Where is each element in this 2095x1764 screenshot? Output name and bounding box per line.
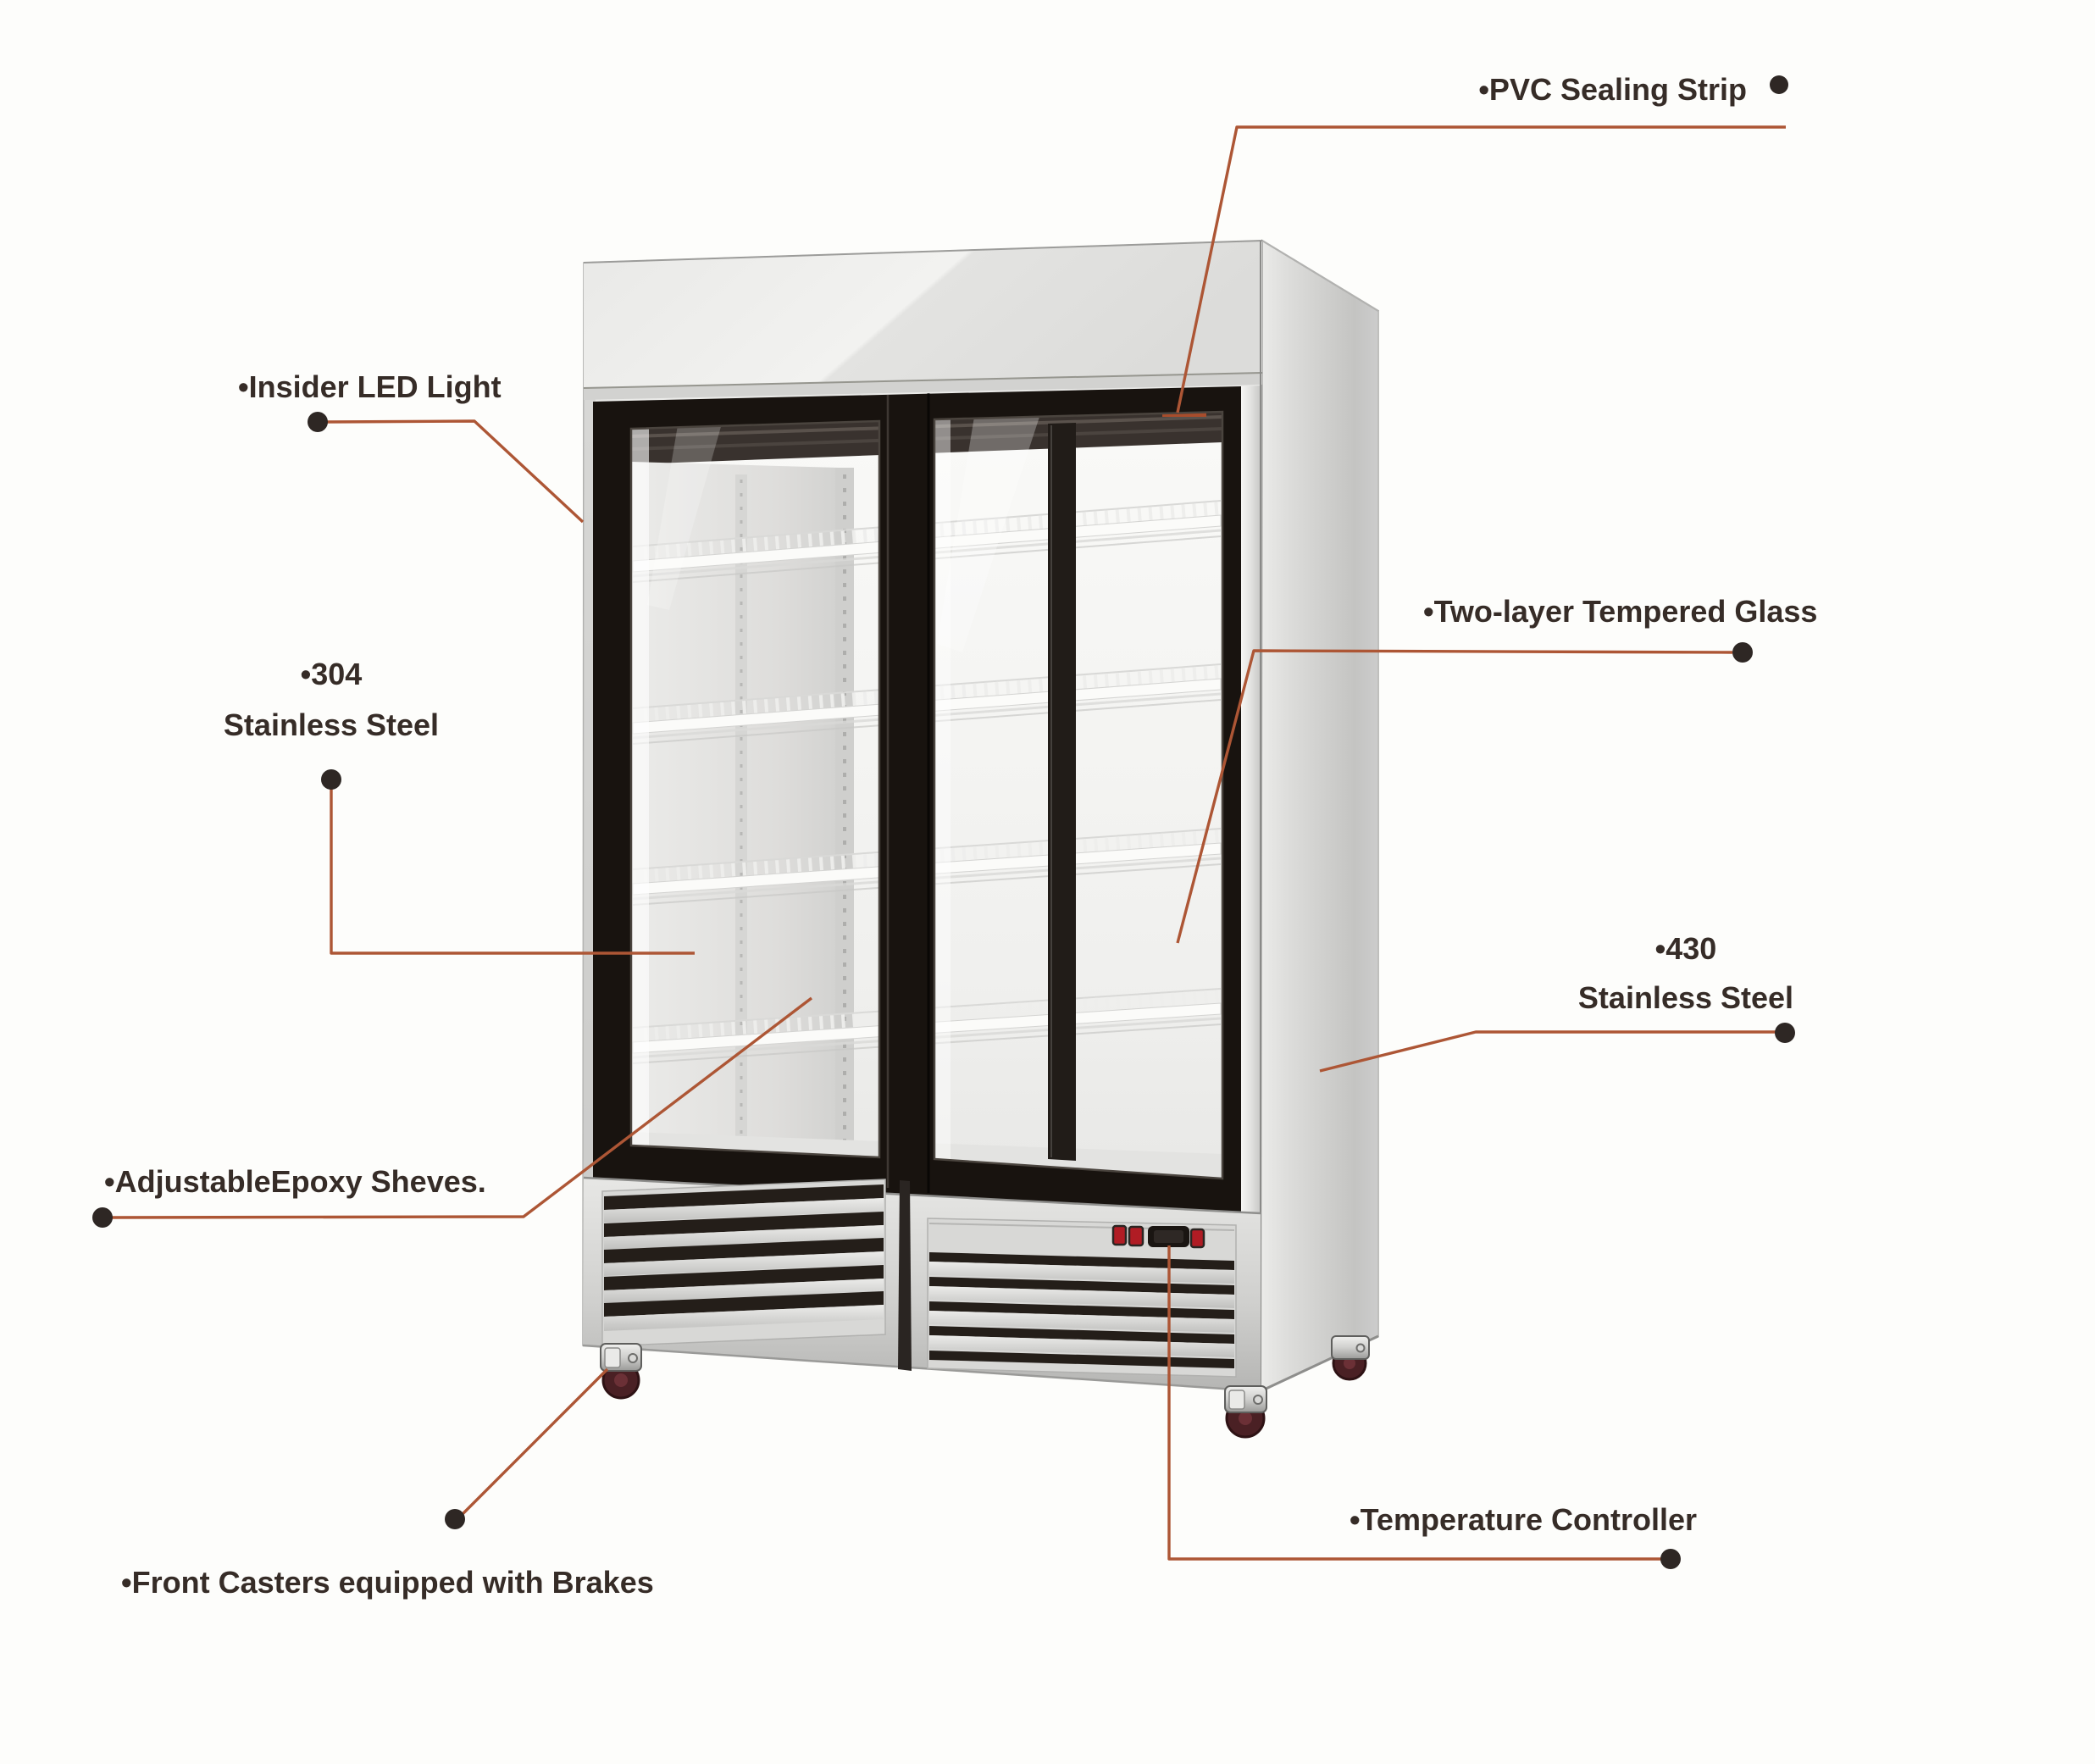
label-430-stainless-steel: •430 Stainless Steel [1559,924,1813,1023]
shelf-support-strip [735,474,747,1145]
caster-bolt [1253,1395,1263,1405]
base-bottom-edge [582,1344,1261,1393]
leader-adjustable-epoxy-shelves [111,996,813,1219]
label-adjustable-epoxy-shelves: •AdjustableEpoxy Sheves. [104,1164,486,1199]
header-top-edge [583,240,1263,263]
label-two-layer-tempered-glass: •Two-layer Tempered Glass [1423,594,1818,629]
dot-temperature-controller [1660,1549,1681,1569]
left-door-glass [629,419,881,1159]
dot-adjustable-epoxy-shelves [92,1207,113,1228]
leader-two-layer-tempered-glass [1176,649,1733,944]
leader-stainless-304 [330,789,695,955]
label-304-line2: Stainless Steel [223,707,440,742]
dot-stainless-430 [1775,1023,1795,1043]
callout-leaders [92,75,1795,1569]
label-304-line1: •304 [300,657,363,691]
glass-reflection [937,414,1040,652]
temperature-controller [1111,1224,1205,1249]
caster-hub [1344,1357,1355,1369]
interior-left-wall-304 [631,462,839,1145]
light-switch [1128,1225,1144,1247]
caster-front-right [1224,1385,1267,1439]
defrost-switch [1189,1228,1205,1249]
caster-bolt [628,1353,638,1363]
caster-front-left [600,1343,642,1400]
dot-stainless-304 [321,769,341,790]
label-304-stainless-steel: •304 Stainless Steel [204,649,458,751]
insider-led-light-part [631,428,649,1146]
base-center-seam [898,1180,912,1371]
label-430-line1: •430 [1654,931,1717,966]
label-insider-led-light: •Insider LED Light [238,369,502,404]
leader-front-casters [460,1367,609,1517]
cabinet [582,239,1379,1439]
power-switch [1111,1224,1128,1246]
caster-bracket [1331,1335,1370,1360]
dot-front-casters [445,1509,465,1529]
controller-screen [1154,1230,1183,1243]
label-pvc-sealing-strip: •PVC Sealing Strip [1478,72,1747,107]
glass-reflection [647,424,722,610]
leader-temperature-controller [1167,1245,1662,1561]
base-top-seam [583,1176,1261,1215]
interior-center-post [1048,423,1076,1161]
louver-vent-right [927,1218,1237,1378]
leader-pvc-sealing-strip [1176,125,1786,413]
leader-insider-led-light [326,419,585,524]
caster-rear-right [1331,1335,1370,1381]
label-temperature-controller: •Temperature Controller [1350,1502,1698,1537]
caster-bolt [1355,1343,1366,1353]
pvc-sealing-strip-part [1162,412,1206,417]
dot-pvc-sealing-strip [1770,75,1788,94]
front-left-bevel [583,262,596,1347]
header-seam [583,372,1263,389]
shelf-support-column [835,468,854,1145]
caster-hub [1239,1412,1252,1425]
dot-insider-led-light [308,412,328,432]
corner-post [1241,386,1261,1216]
glass-edge-highlight [934,419,951,1161]
side-panel-430-stainless [1259,239,1379,1393]
dot-two-layer-tempered-glass [1732,642,1753,663]
header-band [584,241,1262,388]
caster-hub [614,1373,628,1387]
label-430-line2: Stainless Steel [1577,980,1794,1015]
side-panel-top-edge [1261,240,1379,312]
label-front-casters: •Front Casters equipped with Brakes [121,1565,654,1600]
leader-stainless-430 [1319,1030,1776,1073]
header-lip [584,373,1262,400]
right-door-glass [933,410,1224,1180]
louver-vent-left [601,1179,886,1347]
